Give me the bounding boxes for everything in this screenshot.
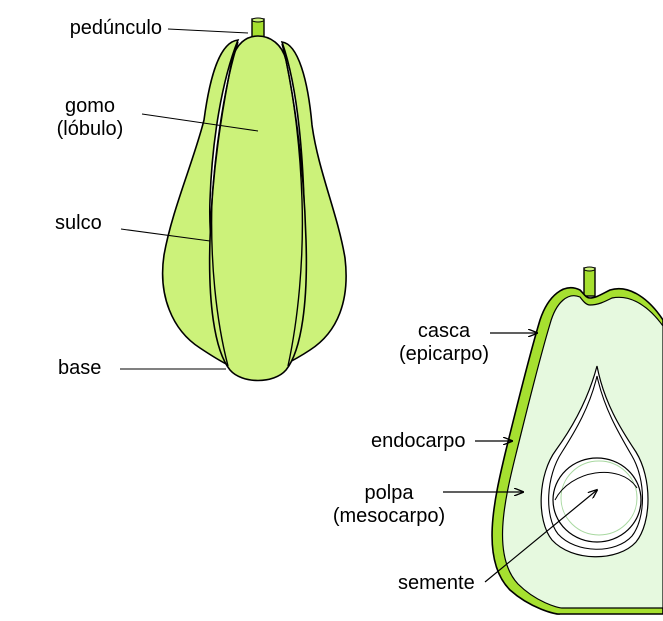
label-pulp: polpa (mesocarpo) <box>330 482 448 528</box>
label-segment-line1: gomo <box>40 95 140 118</box>
label-skin: casca (epicarpo) <box>380 320 508 366</box>
whole-fruit <box>120 18 346 381</box>
label-stem: pedúnculo <box>30 17 162 40</box>
label-seed: semente <box>398 572 475 595</box>
label-pulp-line1: polpa <box>330 482 448 505</box>
cut-fruit-seed <box>553 458 641 542</box>
label-segment-line2: (lóbulo) <box>40 118 140 141</box>
label-endocarp: endocarpo <box>371 430 466 453</box>
label-base: base <box>58 357 101 380</box>
label-groove: sulco <box>55 212 102 235</box>
label-pulp-line2: (mesocarpo) <box>330 505 448 528</box>
leader-stem <box>168 29 248 33</box>
cut-fruit-stem <box>584 268 595 296</box>
label-segment: gomo (lóbulo) <box>40 95 140 141</box>
label-skin-line2: (epicarpo) <box>380 343 508 366</box>
label-skin-line1: casca <box>380 320 508 343</box>
